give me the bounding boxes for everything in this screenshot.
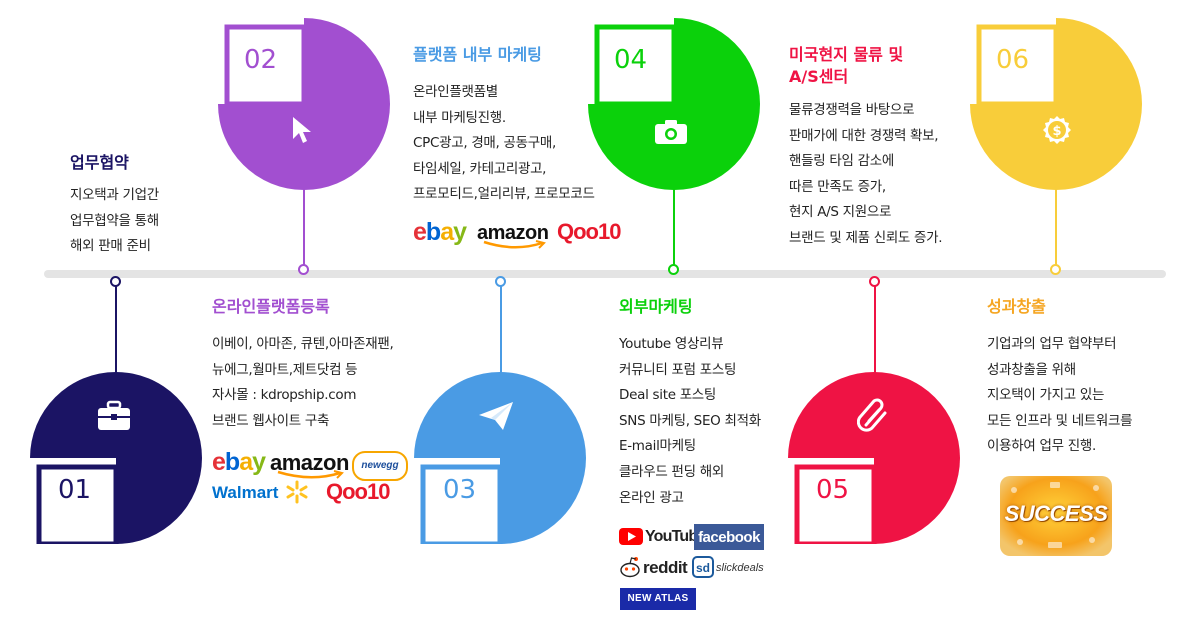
step-03-body: 온라인플랫폼별 내부 마케팅진행. CPC광고, 경매, 공동구매, 타임세일,…: [413, 84, 595, 203]
paperclip-icon: [857, 398, 887, 432]
reddit-alien-icon: [620, 557, 640, 578]
step-02-pie: [218, 18, 390, 190]
ebay-logo-2: ebay: [413, 218, 467, 246]
slickdeals-logo: slickdeals: [716, 562, 764, 574]
amazon-logo-2: amazon: [477, 222, 549, 244]
briefcase-icon: [98, 400, 130, 430]
slickdeals-icon: sd: [692, 556, 714, 578]
youtube-play-icon: [619, 528, 643, 545]
camera-icon: [655, 120, 687, 144]
step-06-number: 06: [996, 45, 1030, 75]
step-06-body: 기업과의 업무 협약부터 성과창출을 위해 지오택이 가지고 있는 모든 인프라…: [987, 336, 1133, 455]
amazon-logo: amazon: [270, 450, 349, 475]
step-03-number: 03: [443, 475, 477, 505]
step-01-title: 업무협약: [70, 153, 129, 172]
new-atlas-logo-text: NEW ATLAS: [627, 593, 689, 604]
step-02-dot: [298, 264, 309, 275]
dollar-coin-icon: $: [1043, 116, 1071, 144]
svg-text:$: $: [1052, 124, 1061, 139]
success-graphic: [1000, 476, 1112, 556]
ebay-logo: ebay: [212, 448, 266, 476]
youtube-logo: YouTube: [645, 528, 706, 545]
walmart-logo: Walmart: [212, 483, 279, 502]
amazon-smile-icon-2: [483, 240, 546, 249]
step-06-title: 성과창출: [987, 297, 1046, 316]
cursor-arrow-icon: [293, 117, 311, 143]
qoo10-logo-1: Qoo10: [326, 479, 390, 504]
step-01-body: 지오택과 기업간 업무협약을 통해 해외 판매 준비: [70, 187, 159, 255]
step-01-pie: [30, 372, 202, 544]
step-03-pie: [414, 372, 586, 544]
timeline-bar: [44, 270, 1166, 278]
step-01-stem: [115, 284, 117, 374]
step-06-pie: [970, 18, 1142, 190]
step-01-dot: [110, 276, 121, 287]
newegg-logo-text: newegg: [361, 460, 399, 471]
amazon-smile-icon: [277, 470, 344, 479]
step-05-pie: [788, 372, 960, 544]
step-01-number: 01: [58, 475, 92, 505]
step-02-body: 이베이, 아마존, 큐텐,아마존재팬, 뉴에그,월마트,제트닷컴 등 자사몰 :…: [212, 336, 394, 429]
step-04-dot: [668, 264, 679, 275]
walmart-spark-icon: [286, 480, 308, 504]
step-03-title: 플랫폼 내부 마케팅: [413, 45, 542, 64]
step-05-stem: [874, 284, 876, 374]
step-04-body: Youtube 영상리뷰 커뮤니티 포럼 포스팅 Deal site 포스팅 S…: [619, 336, 761, 506]
reddit-logo: reddit: [643, 558, 688, 577]
svg-text:sd: sd: [696, 561, 710, 575]
paper-plane-icon: [479, 402, 513, 430]
step-06-dot: [1050, 264, 1061, 275]
step-03-dot: [495, 276, 506, 287]
facebook-logo-text: facebook: [698, 528, 760, 546]
step-02-title: 온라인플랫폼등록: [212, 297, 330, 316]
step-05-title: 미국현지 물류 및 A/S센터: [789, 45, 904, 86]
newegg-logo: newegg: [352, 451, 408, 481]
step-04-pie: [588, 18, 760, 190]
step-04-stem: [673, 188, 675, 270]
step-04-title: 외부마케팅: [619, 297, 693, 316]
new-atlas-logo: NEW ATLAS: [620, 588, 696, 610]
step-02-stem: [303, 188, 305, 270]
step-06-stem: [1055, 188, 1057, 270]
success-text: SUCCESS: [1004, 501, 1108, 526]
step-03-stem: [500, 284, 502, 374]
step-05-body: 물류경쟁력을 바탕으로 판매가에 대한 경쟁력 확보, 핸들링 타임 감소에 따…: [789, 102, 943, 246]
qoo10-logo-2: Qoo10: [557, 219, 621, 244]
step-05-number: 05: [816, 475, 850, 505]
facebook-logo: facebook: [694, 524, 764, 550]
step-05-dot: [869, 276, 880, 287]
step-02-number: 02: [244, 45, 278, 75]
step-04-number: 04: [614, 45, 648, 75]
